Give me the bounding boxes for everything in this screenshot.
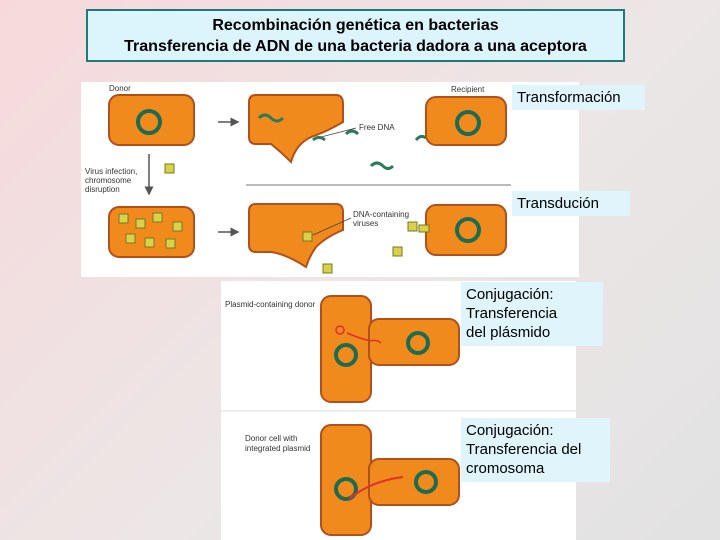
label-transduction: Transdución [512, 191, 630, 216]
upper-figure: Donor Free DNA Recipient Virus infection… [85, 84, 511, 274]
recipient-cell-bottom [425, 204, 507, 256]
dna-viruses-label-1: DNA-containing [353, 210, 409, 219]
donor-cell-top [108, 94, 195, 146]
dna-fragment [369, 161, 395, 170]
donor-chromosome-conj2 [334, 477, 358, 501]
donor-chromosome-conj1 [334, 343, 358, 367]
conj-chromosome-line-2: Transferencia del [466, 441, 582, 458]
released-viruses [302, 221, 418, 274]
recipient-chromosome-conj1 [406, 331, 430, 355]
conj-plasmid-line-3: del plásmido [466, 324, 551, 341]
virus-infection-label-3: disruption [85, 185, 120, 194]
plasmid-circle [335, 325, 345, 335]
title-line-2: Transferencia de ADN de una bacteria dad… [124, 38, 587, 55]
donor-label: Donor [109, 84, 131, 93]
label-transduction-text: Transdución [517, 195, 599, 212]
label-conjugation-chromosome: Conjugación: Transferencia del cromosoma [461, 418, 610, 482]
title-box: Recombinación genética en bacterias Tran… [86, 9, 625, 62]
lysed-donor-bottom [248, 203, 344, 269]
donor-chromosome-top [136, 109, 162, 135]
recipient-cell-top [425, 96, 507, 146]
free-dna-label: Free DNA [359, 123, 395, 132]
virus-particles-inside [118, 212, 183, 249]
label-transformation: Transformación [512, 85, 645, 110]
plasmid-strand-entering [368, 339, 382, 344]
conj-chromosome-line-1: Conjugación: [466, 422, 554, 439]
virus-particle [164, 163, 175, 174]
recipient-chromosome-top [455, 110, 481, 136]
virus-infection-label-1: Virus infection, [85, 167, 137, 176]
title-line-1: Recombinación genética en bacterias [212, 17, 499, 34]
dna-fragment [414, 134, 427, 142]
attached-virus [418, 224, 430, 233]
dna-fragment [312, 136, 326, 142]
recipient-label: Recipient [451, 85, 485, 94]
conj-chromosome-line-3: cromosoma [466, 460, 545, 477]
viruses-pointer [312, 217, 352, 236]
chromosome-transfer-strand [348, 476, 404, 500]
dna-fragment [344, 129, 360, 136]
conj-plasmid-line-1: Conjugación: [466, 286, 554, 303]
virus-infection-label-2: chromosome [85, 176, 132, 185]
recipient-chromosome-bottom [455, 217, 481, 243]
lower-figure: Plasmid-containing donor Donor cell with… [221, 295, 576, 536]
dna-fragment [257, 113, 285, 123]
lysed-donor-top [248, 94, 344, 164]
integrated-label-1: Donor cell with [245, 434, 297, 443]
recipient-chromosome-conj2 [414, 470, 438, 494]
plasmid-donor-cell [320, 295, 372, 403]
dna-viruses-label-2: viruses [353, 219, 378, 228]
label-transformation-text: Transformación [517, 89, 621, 106]
plasmid-recipient-cell [368, 318, 460, 366]
label-conjugation-plasmid: Conjugación: Transferencia del plásmido [461, 282, 603, 346]
integrated-label-2: integrated plasmid [245, 444, 310, 453]
conj-plasmid-line-2: Transferencia [466, 305, 558, 322]
upper-figure-panel: Donor Free DNA Recipient Virus infection… [81, 82, 579, 277]
free-dna-pointer [320, 127, 357, 138]
plasmid-donor-label: Plasmid-containing donor [225, 300, 316, 309]
